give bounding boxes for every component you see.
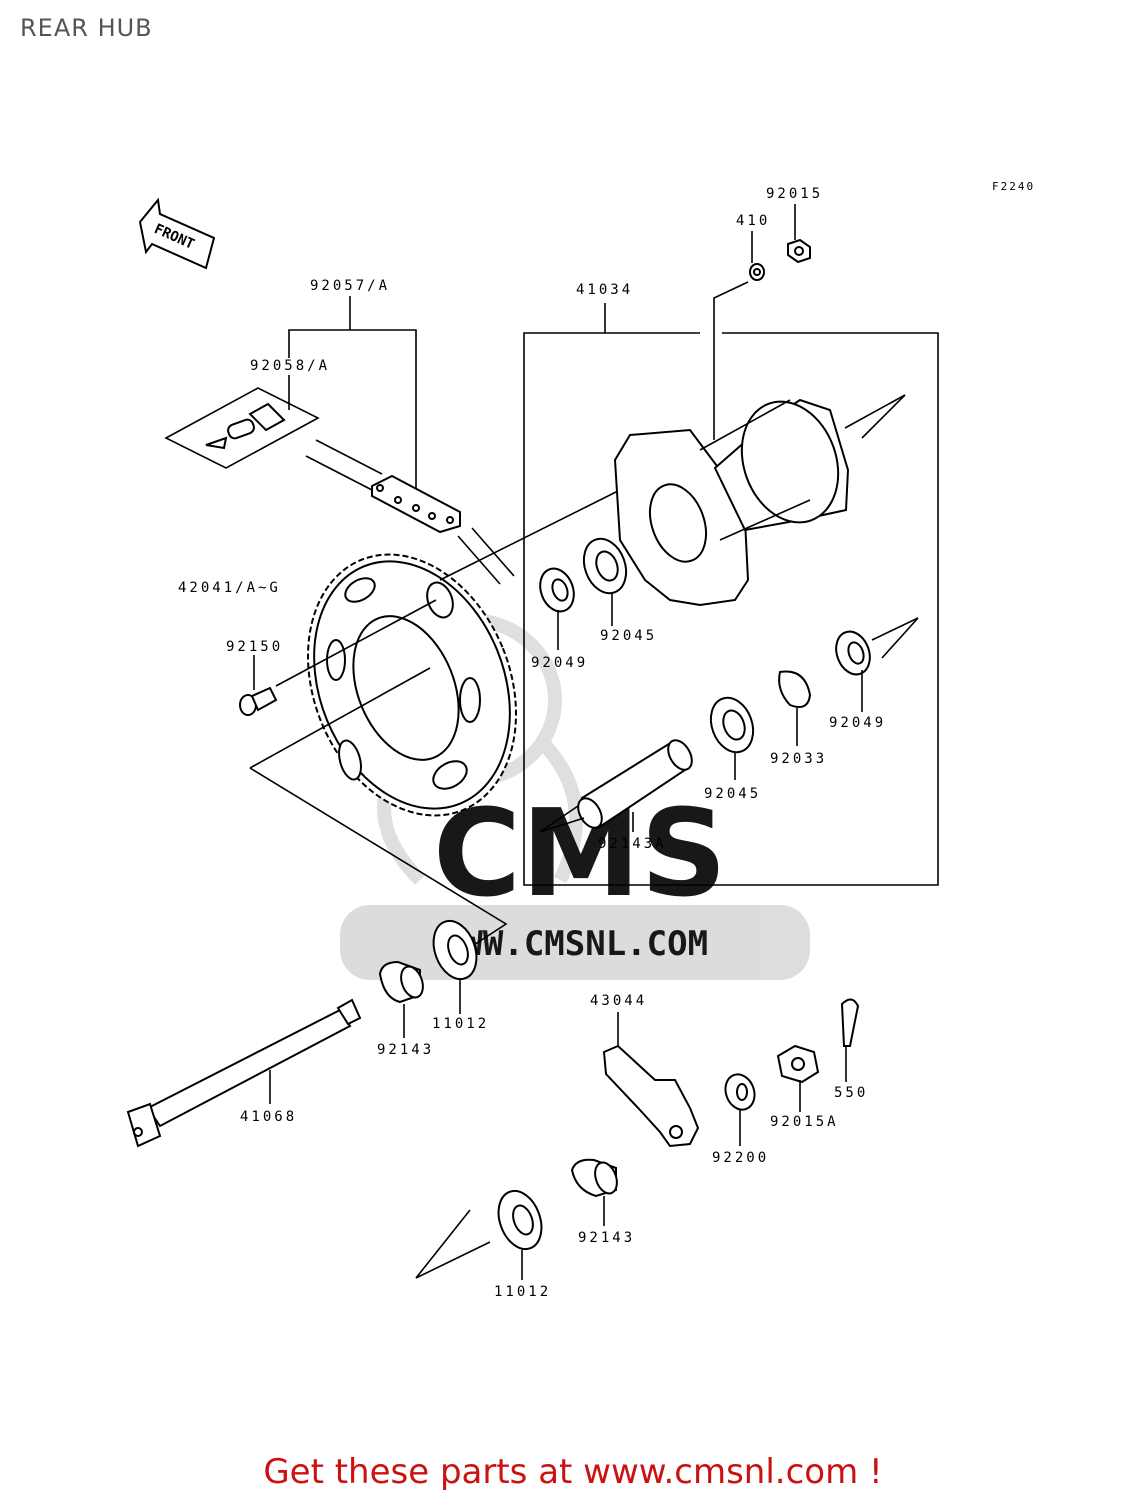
label-92143A: 92143A — [598, 836, 667, 852]
label-41068: 41068 — [240, 1109, 297, 1125]
nut-92015 — [787, 238, 811, 264]
front-arrow-icon: FRONT — [138, 197, 216, 270]
washer-92200 — [724, 1073, 756, 1111]
get-parts-link[interactable]: Get these parts at www.cmsnl.com ! — [263, 1452, 883, 1492]
bearing-92045-right — [709, 696, 755, 754]
chain-bracket — [288, 329, 417, 500]
washer-410 — [749, 263, 765, 281]
label-11012-left: 11012 — [432, 1016, 489, 1032]
cotter-pin-550 — [840, 998, 860, 1047]
label-92150: 92150 — [226, 639, 283, 655]
collar-92143-lower — [570, 1158, 618, 1198]
oil-seal-92049-right — [835, 630, 871, 676]
collar-92143-left — [378, 960, 424, 1004]
label-92015: 92015 — [766, 186, 823, 202]
label-11012-lower: 11012 — [494, 1284, 551, 1300]
rear-sprocket — [307, 553, 517, 817]
label-550: 550 — [834, 1085, 868, 1101]
oil-seal-92049-left — [539, 567, 575, 613]
axle-41068 — [126, 998, 362, 1148]
drive-chain — [305, 439, 515, 585]
label-92015A: 92015A — [770, 1114, 839, 1130]
label-92057-A: 92057/A — [310, 278, 390, 294]
label-92143-lower: 92143 — [578, 1230, 635, 1246]
label-92045-left: 92045 — [600, 628, 657, 644]
master-link-kit — [164, 387, 320, 469]
circlip-92033 — [778, 670, 812, 708]
bearing-92045-left — [582, 537, 628, 595]
bolt-92150 — [239, 686, 278, 716]
label-92049-right: 92049 — [829, 715, 886, 731]
rear-hub-41034 — [613, 394, 906, 607]
part-labels: 92015 410 41034 92057/A 92058/A 42041/A~… — [178, 186, 886, 1300]
label-43044: 43044 — [590, 993, 647, 1009]
page-title: REAR HUB — [20, 14, 153, 42]
label-92143-left: 92143 — [377, 1042, 434, 1058]
label-42041-A-G: 42041/A~G — [178, 580, 281, 596]
label-92058-A: 92058/A — [250, 358, 330, 374]
label-410: 410 — [736, 213, 770, 229]
label-92200: 92200 — [712, 1150, 769, 1166]
label-92045-right: 92045 — [704, 786, 761, 802]
label-92049-left: 92049 — [531, 655, 588, 671]
chain-adjuster-43044 — [602, 1044, 700, 1148]
label-41034: 41034 — [576, 282, 633, 298]
spacer-92143A — [577, 739, 693, 830]
label-92033: 92033 — [770, 751, 827, 767]
nut-92015A — [776, 1044, 820, 1084]
parts-diagram: CMS WWW.CMSNL.COM F2240 FRONT — [126, 180, 1035, 1300]
watermark-url: WWW.CMSNL.COM — [442, 924, 708, 964]
hub-group-bracket — [523, 332, 939, 886]
seal-11012-left — [432, 919, 478, 981]
figure-code: F2240 — [992, 180, 1035, 193]
seal-11012-lower — [497, 1189, 543, 1251]
